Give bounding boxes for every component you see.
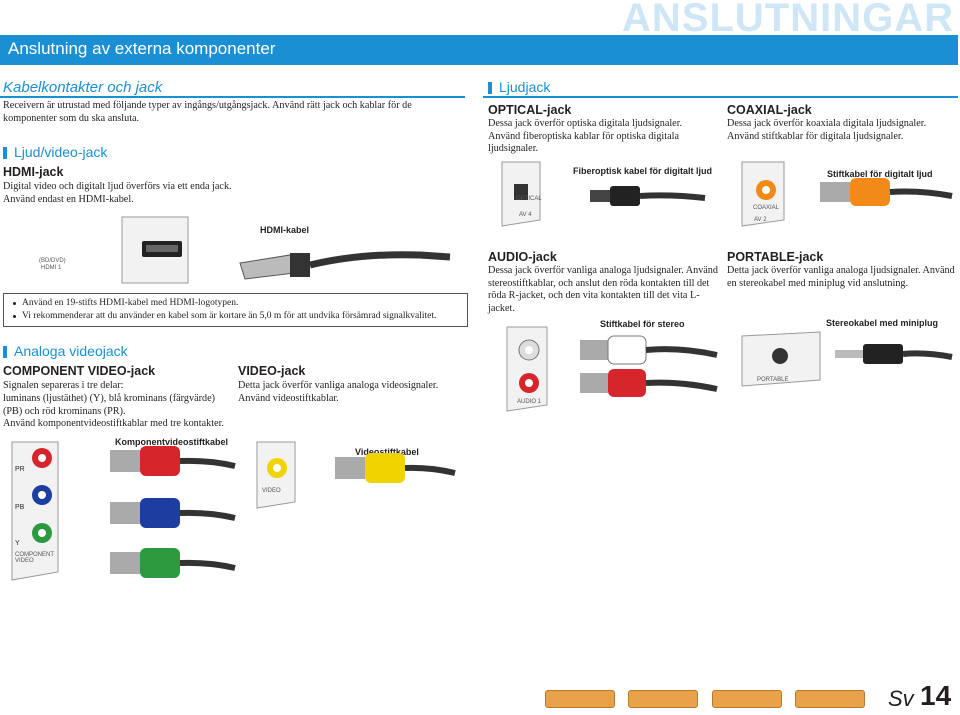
y-jack <box>38 529 46 537</box>
coaxial-illustration <box>741 161 953 227</box>
portable-panel-label: PORTABLE <box>757 377 789 383</box>
component-text-2: luminans (ljustäthet) (Y), blå krominans… <box>3 393 215 417</box>
optical-jack <box>514 184 528 200</box>
pr-jack <box>38 454 46 462</box>
analog-video-heading: Analoga videojack <box>3 343 128 359</box>
optical-text: Dessa jack överför optiska digitala ljud… <box>488 118 683 155</box>
audio-jack-text: Dessa jack överför vanliga analoga ljuds… <box>488 265 718 314</box>
optical-panel-label-2: AV 4 <box>519 212 532 218</box>
portable-jack <box>772 348 788 364</box>
hdmi-port-label-1: (BD/DVD) <box>39 258 66 264</box>
portable-title: PORTABLE-jack <box>727 250 824 264</box>
video-cable-caption: Videostiftkabel <box>355 447 419 457</box>
optical-plug <box>590 190 610 202</box>
video-jack <box>273 464 281 472</box>
hdmi-plug <box>239 254 296 280</box>
coaxial-panel-label-1: COAXIAL <box>753 205 780 211</box>
hdmi-title: HDMI-jack <box>3 165 64 179</box>
video-illustration <box>256 441 456 509</box>
miniplug-illustration <box>741 331 953 387</box>
audio-heading: Ljudjack <box>488 79 550 95</box>
hdmi-port-label-2: HDMI 1 <box>41 265 62 271</box>
y-label: Y <box>15 540 20 547</box>
video-title: VIDEO-jack <box>238 364 306 378</box>
coaxial-text: Dessa jack överför koaxiala digitala lju… <box>727 118 927 142</box>
component-text-1: Signalen separeras i tre delar: <box>3 380 124 391</box>
av-heading: Ljud/video-jack <box>3 144 107 160</box>
optical-illustration <box>501 161 706 227</box>
audio-panel-label: AUDIO 1 <box>517 399 542 405</box>
section-title: Kabelkontakter och jack <box>3 79 163 96</box>
white-jack <box>525 346 533 354</box>
coaxial-jack <box>762 186 770 194</box>
language-code: Sv <box>888 686 914 711</box>
section-rule <box>0 96 465 98</box>
stereo-cable-caption: Stiftkabel för stereo <box>600 319 685 329</box>
green-plug <box>110 548 236 578</box>
note-item: Använd en 19-stifts HDMI-kabel med HDMI-… <box>12 297 459 310</box>
miniplug <box>835 350 863 358</box>
component-text-3: Använd komponentvideostiftkablar med tre… <box>3 418 224 429</box>
video-text-2: Använd videostiftkablar. <box>238 393 339 404</box>
portable-text: Detta jack överför vanliga analoga ljuds… <box>727 265 955 289</box>
nav-button-3[interactable] <box>712 690 782 708</box>
hdmi-illustration <box>121 216 451 284</box>
white-plug <box>580 335 718 365</box>
component-title: COMPONENT VIDEO-jack <box>3 364 156 378</box>
hdmi-cable-caption: HDMI-kabel <box>260 225 310 235</box>
orange-plug <box>850 178 890 206</box>
stereo-illustration <box>506 326 718 412</box>
red-stereo-plug <box>580 369 718 397</box>
audio-rule <box>483 96 958 98</box>
video-text-1: Detta jack överför vanliga analoga video… <box>238 380 439 391</box>
component-cable-caption: Komponentvideostiftkabel <box>115 437 229 447</box>
intro-text: Receivern är utrustad med följande typer… <box>3 100 412 124</box>
hdmi-note-box: Använd en 19-stifts HDMI-kabel med HDMI-… <box>3 293 468 327</box>
pr-label: PR <box>15 466 25 473</box>
coaxial-panel-label-2: AV 2 <box>754 217 767 223</box>
optical-panel-label-1: OPTICAL <box>516 196 542 202</box>
coaxial-title: COAXIAL-jack <box>727 103 812 117</box>
chapter-banner: Anslutning av externa komponenter <box>0 35 958 65</box>
pb-jack <box>38 491 46 499</box>
pb-label: PB <box>15 504 25 511</box>
nav-button-1[interactable] <box>545 690 615 708</box>
optical-title: OPTICAL-jack <box>488 103 572 117</box>
red-jack <box>525 379 533 387</box>
chapter-title: Anslutning av externa komponenter <box>8 39 276 58</box>
note-item: Vi rekommenderar att du använder en kabe… <box>12 310 459 323</box>
video-panel-label: VIDEO <box>262 488 281 494</box>
blue-plug <box>110 498 236 528</box>
hdmi-cable <box>309 251 451 269</box>
nav-button-4[interactable] <box>795 690 865 708</box>
coaxial-cable-caption: Stiftkabel för digitalt ljud <box>827 169 933 179</box>
component-illustration <box>11 441 236 581</box>
miniplug-cable-caption: Stereokabel med miniplug <box>826 318 939 328</box>
optical-cable-caption: Fiberoptisk kabel för digitalt ljud <box>573 166 713 176</box>
red-plug <box>110 446 236 476</box>
hdmi-text: Digital video och digitalt ljud överförs… <box>3 181 232 205</box>
category-title: ANSLUTNINGAR <box>622 0 954 40</box>
yellow-plug <box>365 453 405 483</box>
audio-jack-title: AUDIO-jack <box>488 250 557 264</box>
nav-button-2[interactable] <box>628 690 698 708</box>
component-panel-label: COMPONENT VIDEO <box>15 552 54 564</box>
page-number: 14 <box>920 680 952 711</box>
